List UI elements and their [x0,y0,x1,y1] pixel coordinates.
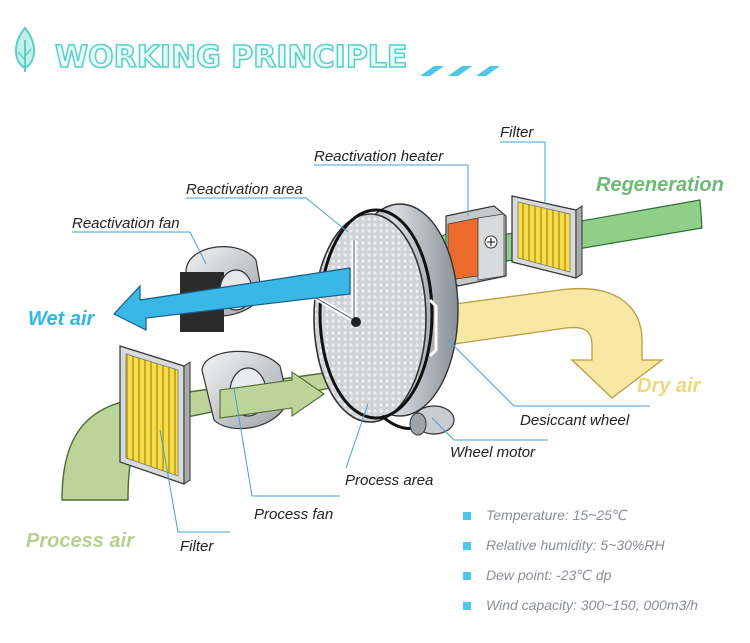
label-wheel-motor: Wheel motor [450,444,536,461]
label-reactivation-heater: Reactivation heater [314,148,444,165]
process-fan [201,350,325,430]
label-regeneration: Regeneration [596,174,724,196]
desiccant-wheel [304,203,459,423]
spec-wind-capacity: Wind capacity: 300~150, 000m3/h [486,597,698,613]
label-desiccant-wheel: Desiccant wheel [520,412,630,429]
reactivation-heater [445,205,507,287]
top-filter [511,195,583,279]
label-reactivation-fan: Reactivation fan [72,215,180,232]
label-process-air: Process air [26,530,134,552]
label-reactivation-area: Reactivation area [186,181,303,198]
spec-relative-humidity: Relative humidity: 5~30%RH [486,537,665,553]
leader-lines [72,141,650,533]
label-filter-bottom: Filter [180,538,214,555]
label-dry-air: Dry air [637,375,701,397]
spec-temperature: Temperature: 15~25℃ [486,507,628,523]
page-title: WORKING PRINCIPLE [54,39,408,76]
dry-air-duct [439,288,664,399]
spec-dew-point: Dew point: -23℃ dp [486,567,612,583]
title-dashes [420,66,500,76]
spec-bullets [463,512,471,610]
leaf-logo-icon [15,26,35,72]
label-process-fan: Process fan [254,506,334,523]
wet-air-arrow [113,267,351,331]
bottom-filter [119,345,191,485]
label-wet-air: Wet air [28,308,95,330]
label-process-area: Process area [345,472,434,489]
label-filter-top: Filter [500,124,534,141]
